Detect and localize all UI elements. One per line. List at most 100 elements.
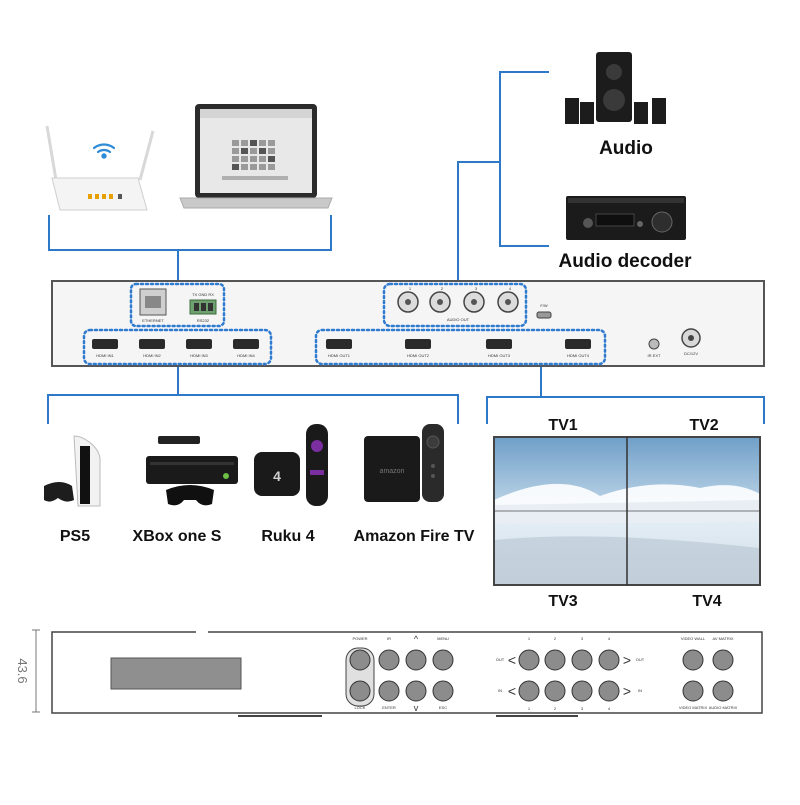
in-row-label: IN bbox=[638, 688, 642, 693]
video-matrix-button[interactable] bbox=[682, 680, 704, 702]
tv-label: TV3 bbox=[548, 593, 577, 610]
laptop-screen-grid bbox=[222, 140, 288, 180]
spdif-port bbox=[536, 311, 552, 319]
audio-decoder-label: Audio decoder bbox=[558, 251, 692, 272]
hdmi-out-label: HDMI OUT3 bbox=[488, 353, 511, 358]
tv-label: TV4 bbox=[692, 593, 721, 610]
matrix-number: 4 bbox=[608, 636, 611, 641]
rs232-pins-label: TX GND RX bbox=[192, 292, 214, 297]
button-label: v bbox=[414, 703, 419, 713]
ethernet-label: ETHERNET bbox=[142, 318, 164, 323]
in-3-button[interactable] bbox=[571, 680, 593, 702]
matrix-front-panel: 43.6 POWER IR ^ MENU LOCK ENTER v ESC 1 … bbox=[15, 629, 763, 717]
matrix-number: 4 bbox=[608, 706, 611, 711]
source-label: PS5 bbox=[60, 528, 90, 545]
button-label: ENTER bbox=[382, 705, 396, 710]
in-1-button[interactable] bbox=[518, 680, 540, 702]
mode-label: VIDEO WALL bbox=[681, 636, 706, 641]
mode-label: AV MATRIX bbox=[713, 636, 734, 641]
hdmi-in-label: HDMI IN3 bbox=[190, 353, 208, 358]
in-row-label: IN bbox=[498, 688, 502, 693]
dc-label: DC/12V bbox=[684, 351, 698, 356]
hdmi-in-label: HDMI IN2 bbox=[143, 353, 161, 358]
button-label: MENU bbox=[437, 636, 449, 641]
source-label: XBox one S bbox=[133, 528, 222, 545]
out-4-button[interactable] bbox=[598, 649, 620, 671]
ethernet-port bbox=[139, 288, 167, 316]
audio-decoder-icon bbox=[566, 196, 686, 240]
enter-button[interactable] bbox=[378, 680, 400, 702]
svg-text:>: > bbox=[623, 652, 631, 668]
svg-text:amazon: amazon bbox=[380, 468, 405, 475]
matrix-number: 1 bbox=[528, 636, 531, 641]
out-2-button[interactable] bbox=[544, 649, 566, 671]
matrix-number: 3 bbox=[581, 636, 584, 641]
hdmi-in-label: HDMI IN4 bbox=[237, 353, 255, 358]
source-label: Ruku 4 bbox=[261, 528, 314, 545]
ir-ext-label: IR EXT bbox=[648, 353, 661, 358]
height-dimension: 43.6 bbox=[15, 658, 30, 683]
matrix-back-panel: ETHERNET TX GND RX RS232 1 2 3 4 AUDIO O… bbox=[51, 280, 765, 367]
audio-out-number: 4 bbox=[509, 286, 512, 291]
laptop-icon bbox=[179, 104, 333, 209]
button-label: LOCK bbox=[355, 705, 366, 710]
svg-text:>: > bbox=[623, 683, 631, 699]
up-button[interactable] bbox=[405, 649, 427, 671]
rs232-label: RS232 bbox=[197, 318, 210, 323]
svg-text:<: < bbox=[508, 683, 516, 699]
connection-lines bbox=[47, 71, 765, 424]
ps5-icon bbox=[44, 435, 101, 507]
menu-button[interactable] bbox=[432, 649, 454, 671]
router-icon bbox=[45, 125, 155, 211]
button-label: POWER bbox=[352, 636, 367, 641]
in-2-button[interactable] bbox=[544, 680, 566, 702]
button-label: IR bbox=[387, 636, 391, 641]
audio-out-number: 3 bbox=[475, 286, 478, 291]
spdif-label: F/W bbox=[540, 303, 548, 308]
out-row-label: OUT bbox=[636, 657, 645, 662]
source-label: Amazon Fire TV bbox=[354, 528, 475, 545]
button-label: ESC bbox=[439, 705, 447, 710]
out-1-button[interactable] bbox=[518, 649, 540, 671]
lcd-display bbox=[110, 657, 242, 690]
ir-ext-port bbox=[648, 338, 660, 350]
video-wall-button[interactable] bbox=[682, 649, 704, 671]
mode-label: VIDEO MATRIX bbox=[679, 705, 708, 710]
xbox-icon bbox=[146, 436, 238, 506]
button-label: ^ bbox=[414, 634, 419, 644]
out-3-button[interactable] bbox=[571, 649, 593, 671]
in-4-button[interactable] bbox=[598, 680, 620, 702]
wifi-icon bbox=[92, 143, 116, 159]
hdmi-out-ports bbox=[326, 339, 591, 349]
roku-icon: 4 bbox=[254, 424, 328, 506]
down-button[interactable] bbox=[405, 680, 427, 702]
audio-out-label: AUDIO OUT bbox=[447, 317, 470, 322]
hdmi-in-ports bbox=[92, 339, 259, 349]
hdmi-out-label: HDMI OUT1 bbox=[328, 353, 351, 358]
esc-button[interactable] bbox=[432, 680, 454, 702]
mode-label: AUDIO MATRIX bbox=[709, 705, 738, 710]
tv-label: TV1 bbox=[548, 417, 577, 434]
matrix-number: 2 bbox=[554, 706, 557, 711]
hdmi-out-label: HDMI OUT4 bbox=[567, 353, 590, 358]
ir-button[interactable] bbox=[378, 649, 400, 671]
matrix-number: 2 bbox=[554, 636, 557, 641]
speakers-icon bbox=[565, 52, 666, 124]
lock-button[interactable] bbox=[349, 680, 371, 702]
fire-tv-icon: amazon bbox=[364, 424, 444, 502]
out-row-label: OUT bbox=[496, 657, 505, 662]
svg-text:<: < bbox=[508, 652, 516, 668]
hdmi-out-label: HDMI OUT2 bbox=[407, 353, 430, 358]
matrix-number: 1 bbox=[528, 706, 531, 711]
power-button[interactable] bbox=[349, 649, 371, 671]
audio-out-number: 1 bbox=[409, 286, 412, 291]
audio-out-ports bbox=[397, 291, 519, 313]
tv-label: TV2 bbox=[689, 417, 718, 434]
audio-label: Audio bbox=[599, 138, 653, 159]
audio-out-number: 2 bbox=[441, 286, 444, 291]
audio-matrix-button[interactable] bbox=[712, 680, 734, 702]
svg-text:4: 4 bbox=[273, 468, 281, 484]
matrix-number: 3 bbox=[581, 706, 584, 711]
av-matrix-button[interactable] bbox=[712, 649, 734, 671]
